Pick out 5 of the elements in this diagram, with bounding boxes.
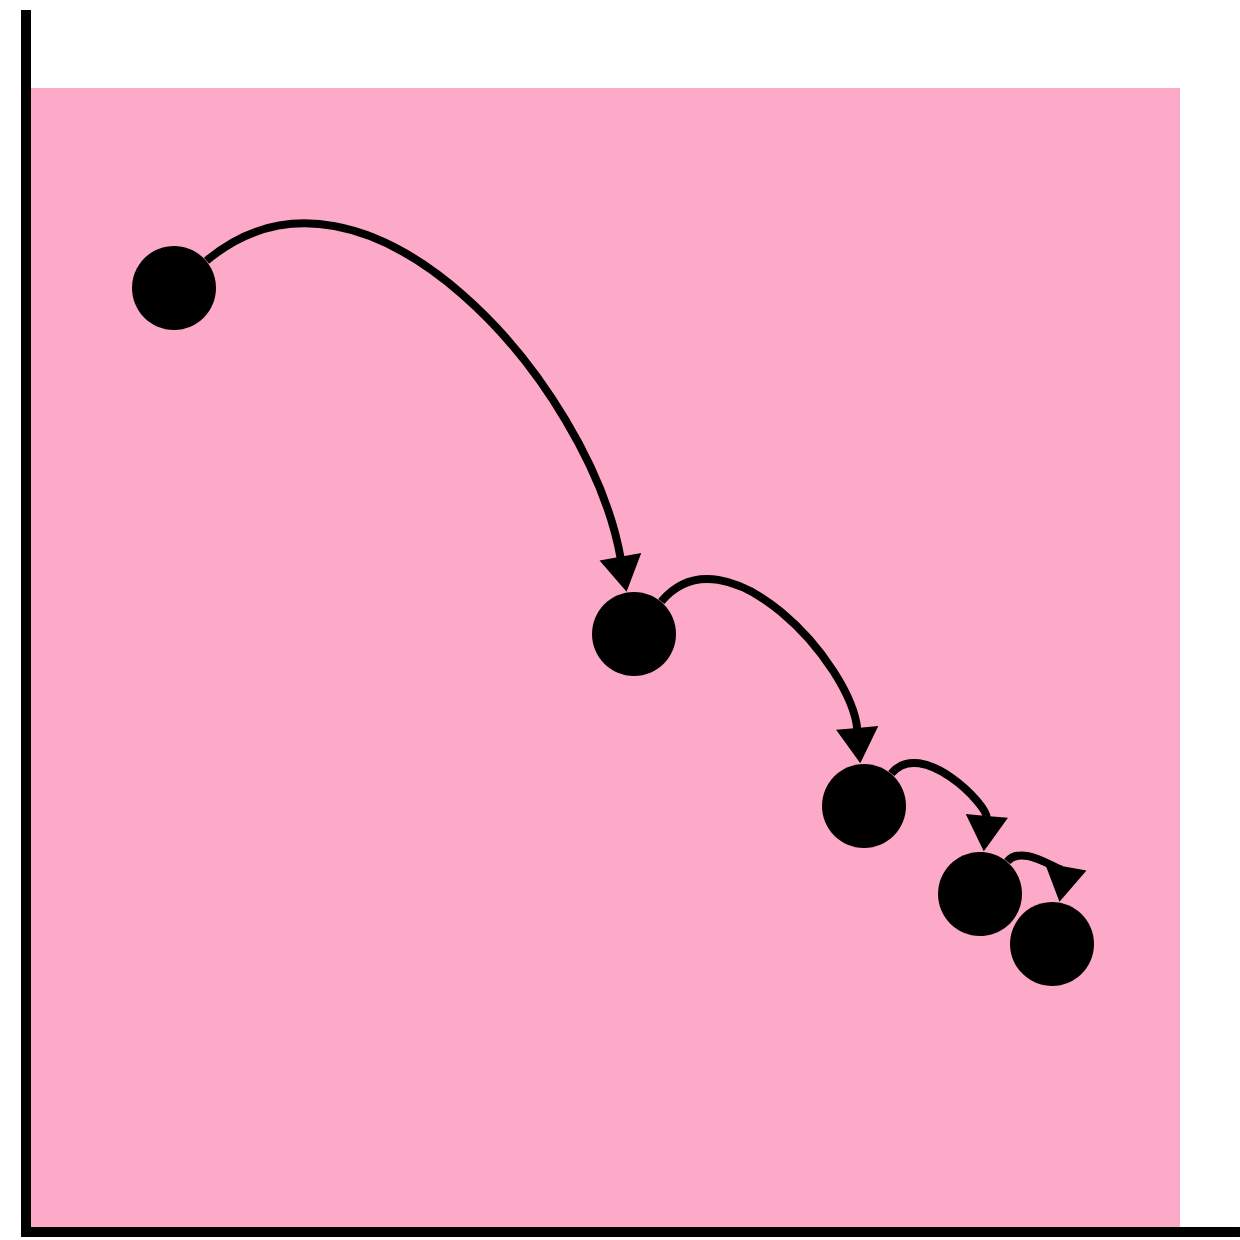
dot	[1010, 902, 1094, 986]
dot	[592, 592, 676, 676]
dot	[938, 852, 1022, 936]
dot	[132, 246, 216, 330]
dot	[822, 764, 906, 848]
